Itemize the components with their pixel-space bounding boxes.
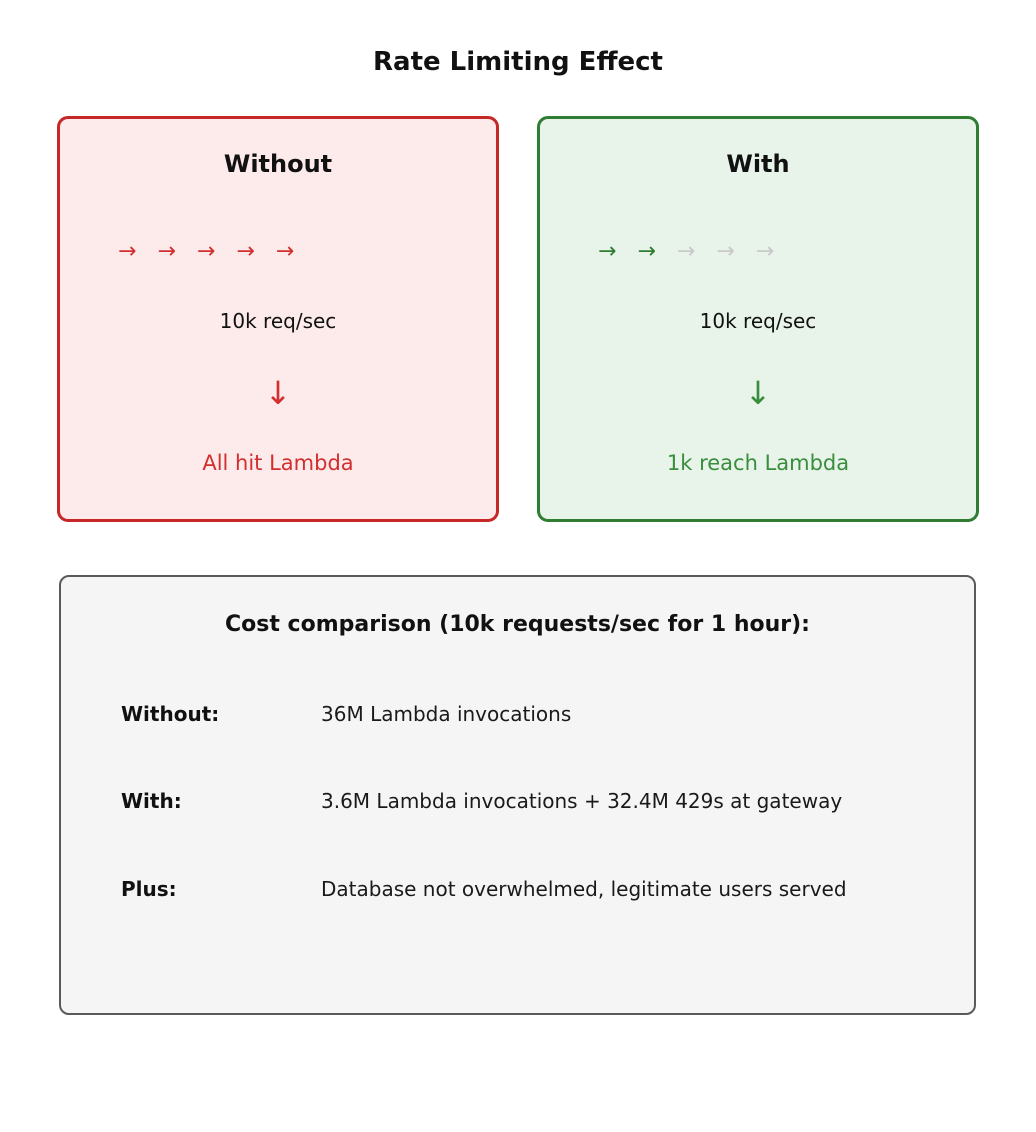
cost-row-value: 3.6M Lambda invocations + 32.4M 429s at …: [321, 789, 843, 813]
request-arrow-icon: →: [598, 239, 617, 264]
cost-row-label: Plus:: [121, 877, 177, 901]
panel-with: With → → → → → 10k req/sec ↓ 1k reach La…: [537, 116, 979, 522]
cost-row-label: Without:: [121, 702, 220, 726]
panel-without: Without → → → → → 10k req/sec ↓ All hit …: [57, 116, 499, 522]
cost-row-label: With:: [121, 789, 182, 813]
request-arrow-icon: →: [236, 239, 255, 264]
cost-comparison-title: Cost comparison (10k requests/sec for 1 …: [225, 612, 810, 637]
cost-row-without: Without: 36M Lambda invocations: [61, 701, 974, 727]
panel-without-title: Without: [223, 150, 333, 178]
down-arrow-icon: ↓: [744, 374, 772, 412]
request-arrow-icon: →: [637, 239, 656, 264]
cost-row-value: 36M Lambda invocations: [321, 702, 572, 726]
result-label: 1k reach Lambda: [666, 451, 850, 475]
result-label: All hit Lambda: [202, 451, 354, 475]
cost-row-plus: Plus: Database not overwhelmed, legitima…: [61, 876, 974, 902]
request-arrow-icon: →: [716, 239, 735, 264]
request-arrow-icon: →: [196, 239, 216, 264]
request-arrow-icon: →: [755, 239, 775, 264]
request-arrow-icon: →: [157, 239, 176, 264]
cost-row-with: With: 3.6M Lambda invocations + 32.4M 42…: [61, 788, 974, 814]
page-title: Rate Limiting Effect: [373, 47, 663, 77]
request-arrow-icon: →: [118, 239, 137, 264]
cost-row-value: Database not overwhelmed, legitimate use…: [321, 877, 847, 901]
request-arrow-icon: →: [676, 239, 696, 264]
cost-comparison-box: Cost comparison (10k requests/sec for 1 …: [59, 575, 976, 1015]
request-arrows-row: → → → → →: [118, 238, 294, 266]
rate-label: 10k req/sec: [219, 309, 337, 333]
request-arrows-row: → → → → →: [598, 238, 774, 266]
request-arrow-icon: →: [275, 239, 295, 264]
panel-with-title: With: [726, 150, 790, 178]
rate-label: 10k req/sec: [699, 309, 817, 333]
down-arrow-icon: ↓: [264, 374, 292, 412]
